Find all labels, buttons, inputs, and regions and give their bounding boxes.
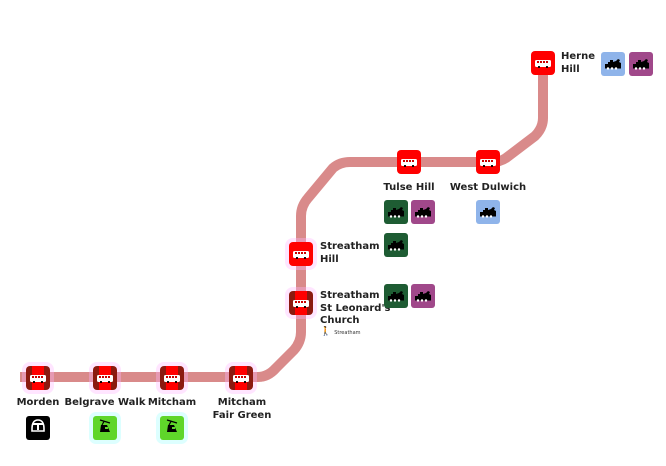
rail-connection-icon: [411, 284, 435, 308]
label-line: Fair Green: [212, 409, 272, 421]
rail-connection-icon: [384, 200, 408, 224]
stop-mitcham[interactable]: [160, 366, 184, 390]
stop-streatham-st-leonards-church[interactable]: [289, 291, 313, 315]
stop-label-tulse-hill: Tulse Hill: [383, 182, 434, 195]
rail-connection-icon: [384, 284, 408, 308]
route-line: [20, 62, 548, 382]
walking-connection: 🚶 Streatham: [320, 328, 361, 337]
bus-icon: [30, 374, 46, 383]
stop-label-belgrave-walk: Belgrave Walk: [65, 397, 146, 410]
rail-connection-icon: [411, 200, 435, 224]
walking-person-icon: 🚶: [320, 327, 332, 337]
stop-west-dulwich[interactable]: [476, 150, 500, 174]
label-line: Church: [320, 315, 360, 326]
stop-label-herne-hill: Herne Hill: [561, 51, 595, 76]
label-line: Mitcham: [217, 397, 267, 408]
stop-label-west-dulwich: West Dulwich: [450, 182, 526, 195]
bus-icon: [233, 374, 249, 383]
bus-icon: [164, 374, 180, 383]
steam-train-icon: [414, 203, 432, 222]
stop-label-mitcham-fair-green: Mitcham Fair Green: [213, 397, 272, 422]
rail-connection-icon: [384, 233, 408, 257]
bus-icon: [480, 158, 496, 167]
stop-label-mitcham: Mitcham: [148, 397, 196, 410]
stop-herne-hill[interactable]: [531, 51, 555, 75]
label-line: Hill: [320, 253, 339, 265]
steam-train-icon: [414, 287, 432, 306]
bus-icon: [293, 250, 309, 259]
stop-mitcham-fair-green[interactable]: [229, 366, 253, 390]
label-line: Streatham: [320, 290, 380, 301]
tram-icon: [97, 418, 113, 438]
walk-destination-label: Streatham: [334, 329, 361, 336]
stop-streatham-hill[interactable]: [289, 242, 313, 266]
underground-train-icon: [29, 417, 47, 439]
label-line: Tulse Hill: [383, 182, 435, 193]
stop-label-streatham-hill: Streatham Hill: [320, 241, 380, 266]
steam-train-icon: [604, 55, 622, 74]
label-line: Morden: [16, 397, 60, 408]
underground-connection-icon: [26, 416, 50, 440]
tram-icon: [164, 418, 180, 438]
rail-connection-icon: [629, 52, 653, 76]
label-line: Herne: [561, 51, 595, 62]
label-line: Belgrave Walk: [64, 397, 146, 408]
stop-morden[interactable]: [26, 366, 50, 390]
label-line: West Dulwich: [449, 182, 527, 193]
rail-connection-icon: [601, 52, 625, 76]
bus-icon: [535, 59, 551, 68]
stop-label-streatham-st-leonards-church: Streatham St Leonard's Church: [320, 290, 390, 328]
steam-train-icon: [387, 203, 405, 222]
bus-icon: [401, 158, 417, 167]
steam-train-icon: [387, 236, 405, 255]
steam-train-icon: [632, 55, 650, 74]
rail-connection-icon: [476, 200, 500, 224]
label-line: Streatham: [320, 241, 380, 252]
label-line: Mitcham: [147, 397, 197, 408]
steam-train-icon: [387, 287, 405, 306]
label-line: St Leonard's: [320, 302, 391, 314]
tram-connection-icon: [160, 416, 184, 440]
bus-icon: [293, 299, 309, 308]
bus-icon: [97, 374, 113, 383]
stop-belgrave-walk[interactable]: [93, 366, 117, 390]
label-line: Hill: [561, 63, 580, 75]
steam-train-icon: [479, 203, 497, 222]
tram-connection-icon: [93, 416, 117, 440]
stop-tulse-hill[interactable]: [397, 150, 421, 174]
stop-label-morden: Morden: [17, 397, 60, 410]
